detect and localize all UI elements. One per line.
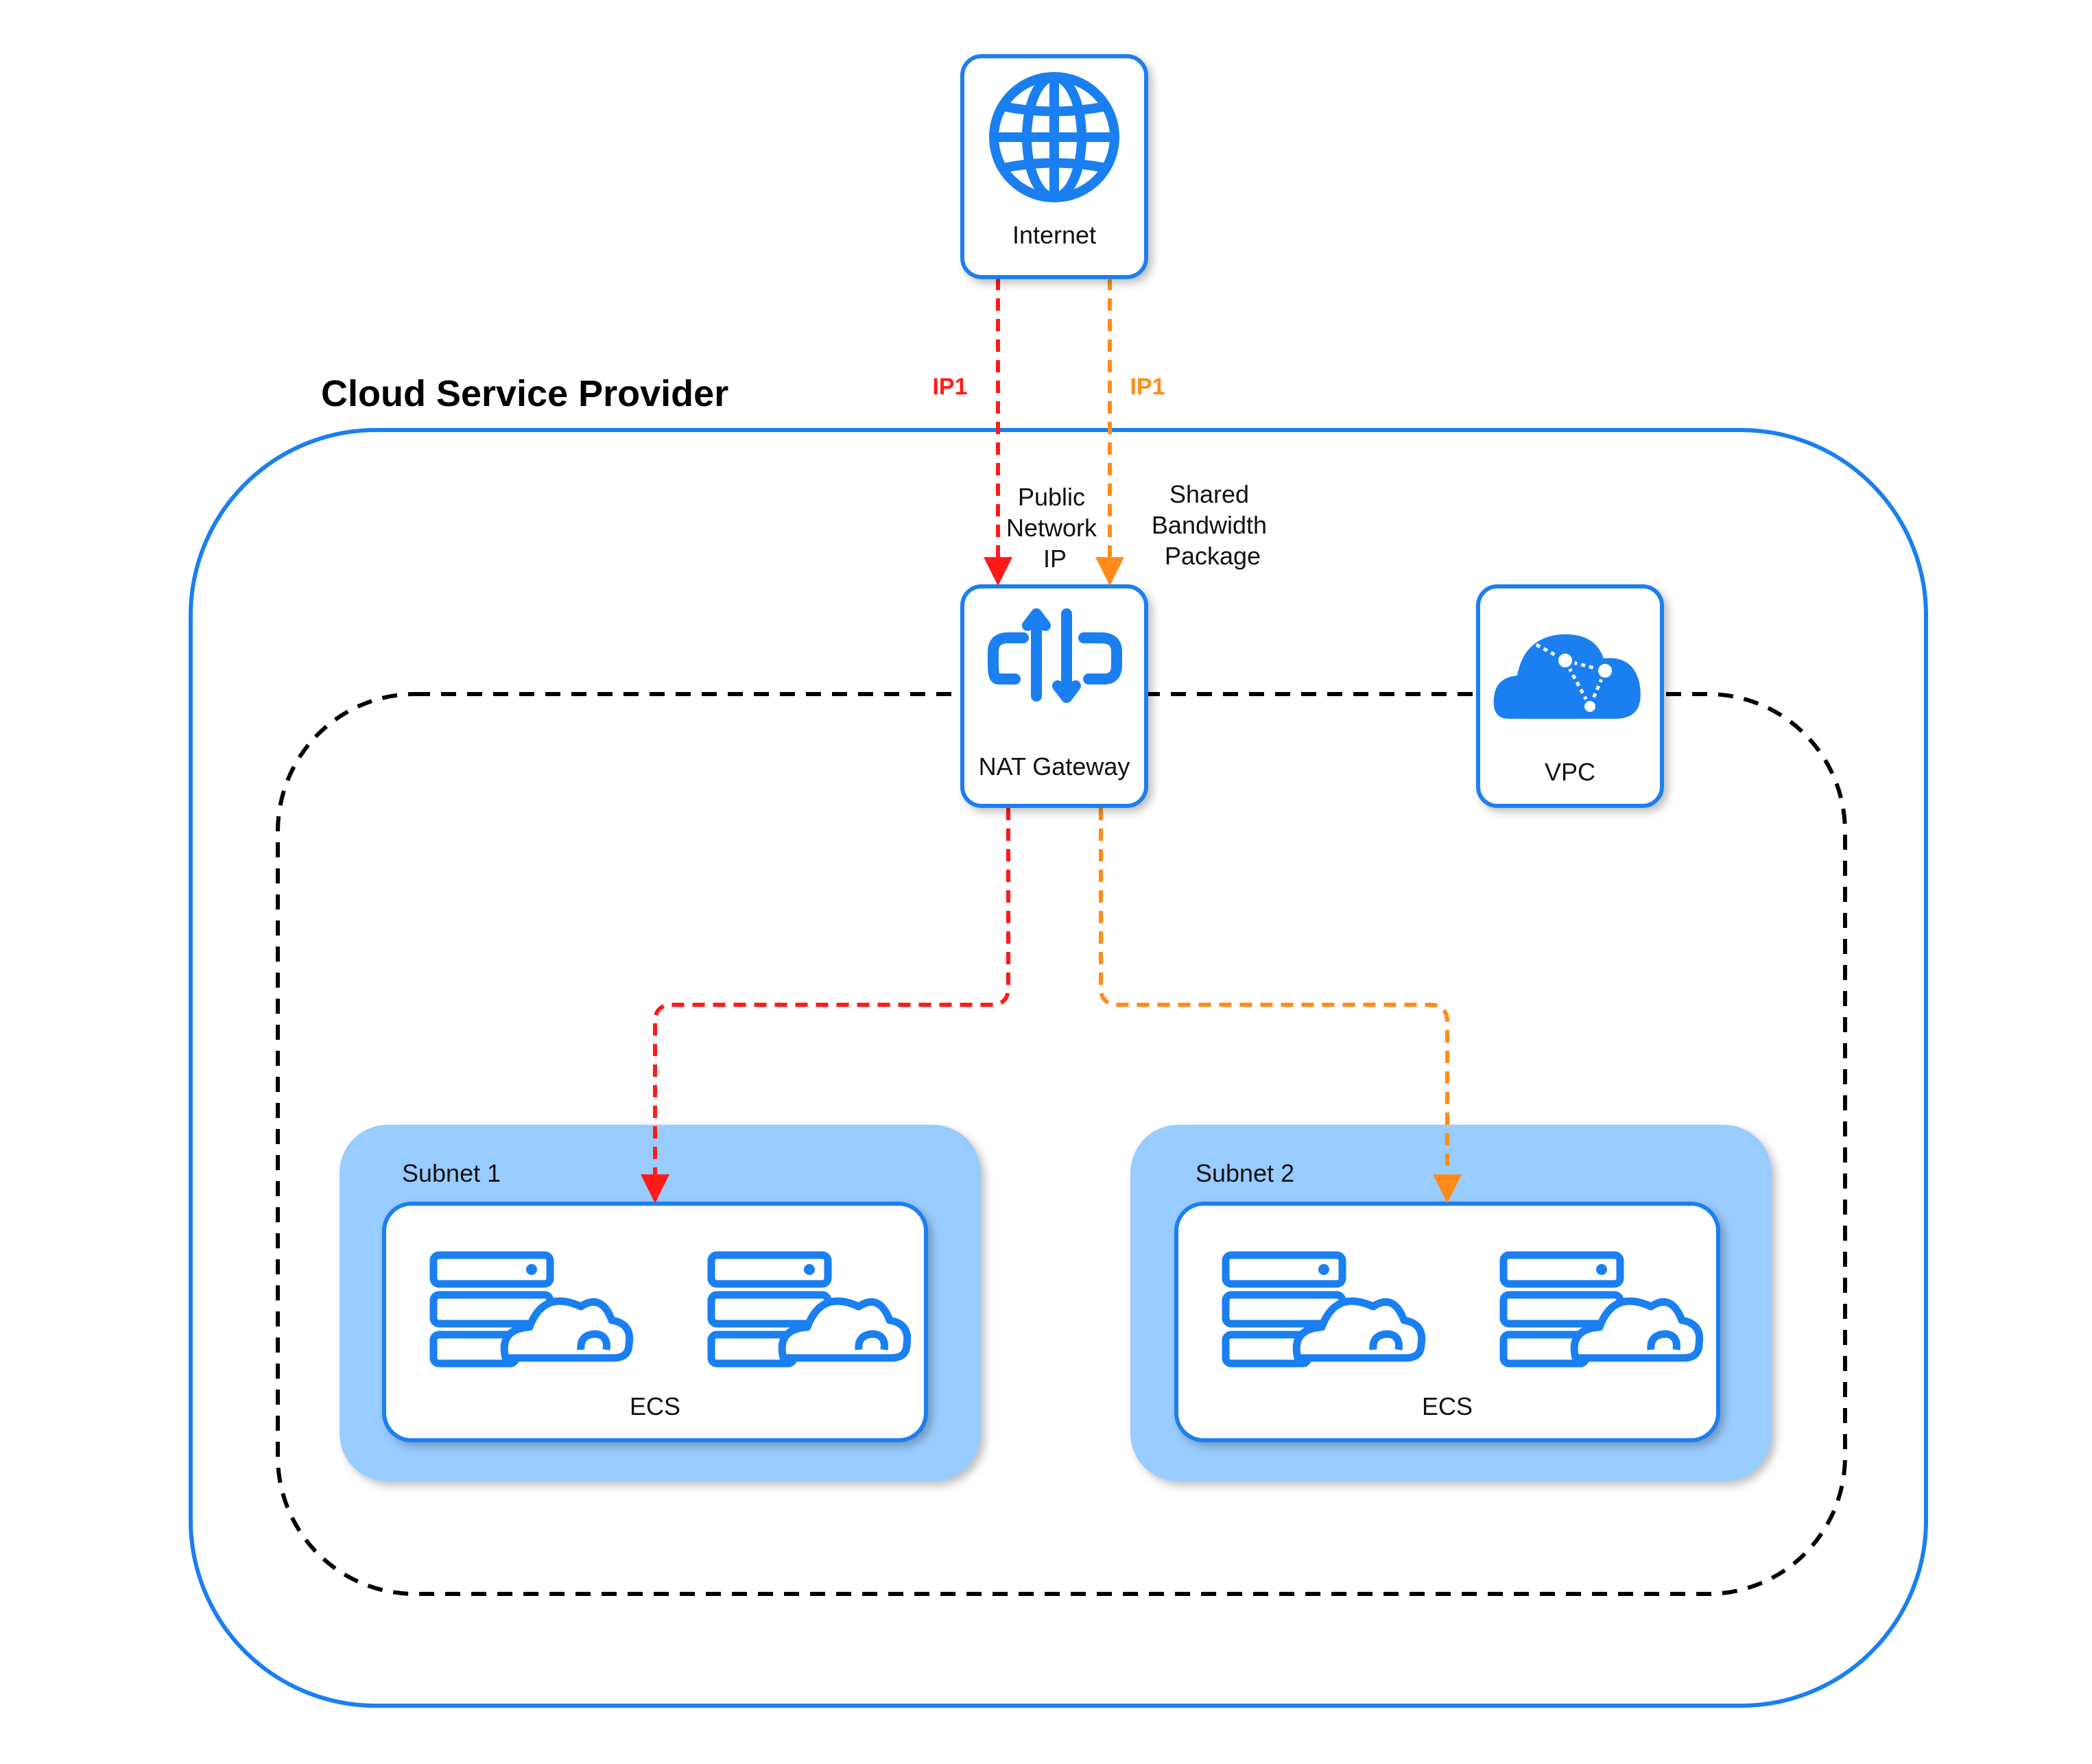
ecs-group[interactable] (382, 1202, 928, 1442)
internet-label: Internet (1012, 221, 1096, 249)
subnet-label: Subnet 2 (1196, 1159, 1294, 1187)
provider-title: Cloud Service Provider (321, 373, 728, 414)
vpc-node[interactable]: VPC (1476, 584, 1664, 808)
subnet-2: Subnet 2 ECS (1130, 1125, 1772, 1481)
ecs-group[interactable] (1174, 1202, 1720, 1442)
globe-icon (989, 72, 1119, 202)
flow-red-nat-to-subnet-1 (641, 808, 1010, 1204)
flow-orange-nat-to-subnet-2 (1099, 808, 1462, 1204)
ecs-label: ECS (1422, 1392, 1473, 1420)
vpc-boundary (276, 692, 1847, 1596)
nat-gateway-label: NAT Gateway (979, 752, 1130, 780)
internet-node[interactable]: Internet (960, 54, 1148, 279)
ip-label-red: IP1 (932, 374, 967, 400)
ecs-label: ECS (630, 1392, 680, 1420)
subnet-label: Subnet 1 (402, 1159, 501, 1187)
bandwidth-label: Shared Bandwidth Package (1152, 480, 1274, 570)
subnet-1: Subnet 1 ECS (340, 1125, 981, 1481)
nat-gateway-icon (988, 608, 1122, 703)
public-ip-label: Public Network IP (1006, 483, 1104, 573)
vpc-cloud-icon (1493, 634, 1641, 719)
vpc-label: VPC (1545, 758, 1595, 786)
nat-gateway-node[interactable]: NAT Gateway (960, 584, 1148, 808)
ip-label-orange: IP1 (1130, 374, 1165, 400)
